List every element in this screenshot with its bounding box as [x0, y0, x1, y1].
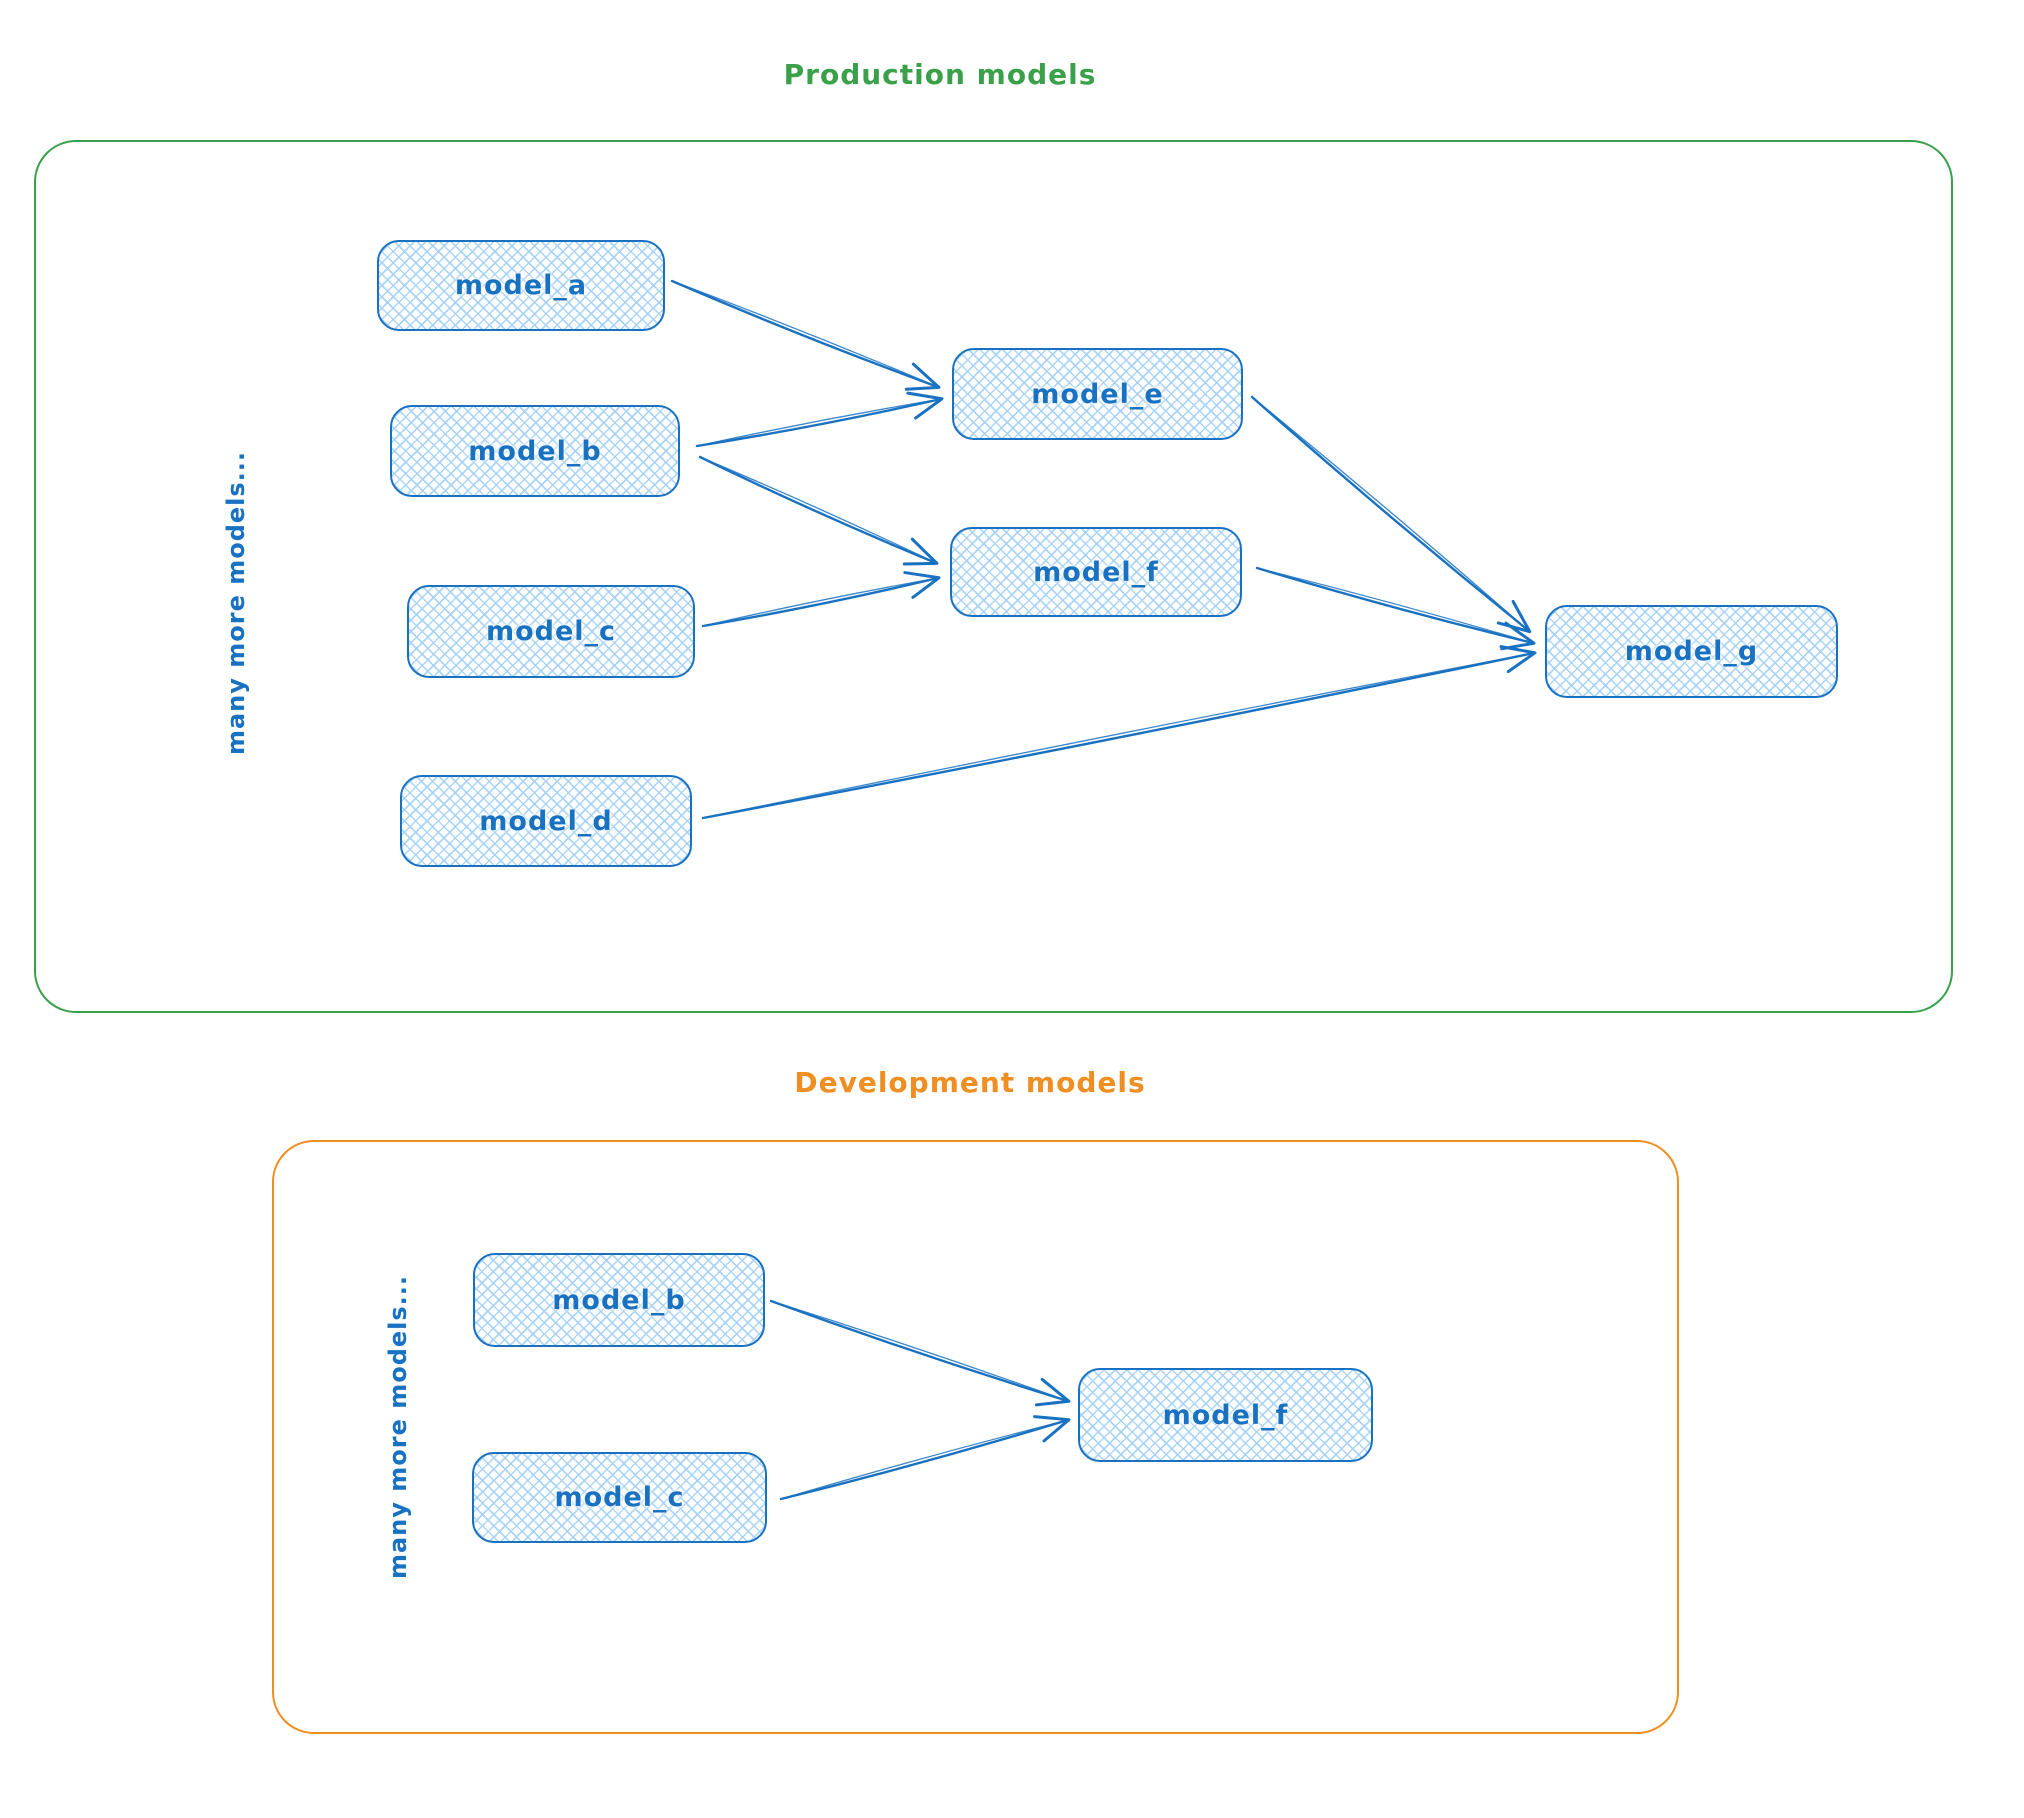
node-dev_model_f: model_f	[1078, 1368, 1373, 1462]
development-title: Development models	[794, 1066, 1146, 1099]
node-label-dev_model_f: model_f	[1162, 1399, 1289, 1431]
node-label-model_f: model_f	[1033, 556, 1159, 588]
production-side-label: many more models...	[222, 450, 250, 756]
node-label-model_b: model_b	[468, 435, 602, 467]
node-model_b: model_b	[390, 405, 680, 497]
node-model_f: model_f	[950, 527, 1242, 617]
node-label-model_d: model_d	[479, 805, 613, 837]
node-label-model_a: model_a	[454, 270, 588, 301]
node-label-model_c: model_c	[485, 616, 617, 647]
node-dev_model_b: model_b	[473, 1253, 765, 1347]
node-model_g: model_g	[1545, 605, 1838, 698]
node-model_c: model_c	[407, 585, 695, 678]
node-label-model_g: model_g	[1624, 636, 1759, 667]
node-model_a: model_a	[377, 240, 665, 331]
node-model_d: model_d	[400, 775, 692, 867]
node-dev_model_c: model_c	[472, 1452, 767, 1543]
development-group-box	[272, 1140, 1679, 1734]
node-label-dev_model_c: model_c	[554, 1482, 685, 1513]
node-model_e: model_e	[952, 348, 1243, 440]
production-group-box	[34, 140, 1953, 1013]
node-label-dev_model_b: model_b	[552, 1284, 686, 1316]
development-side-label: many more models...	[384, 1274, 412, 1580]
production-title: Production models	[783, 58, 1097, 91]
node-label-model_e: model_e	[1031, 378, 1164, 410]
